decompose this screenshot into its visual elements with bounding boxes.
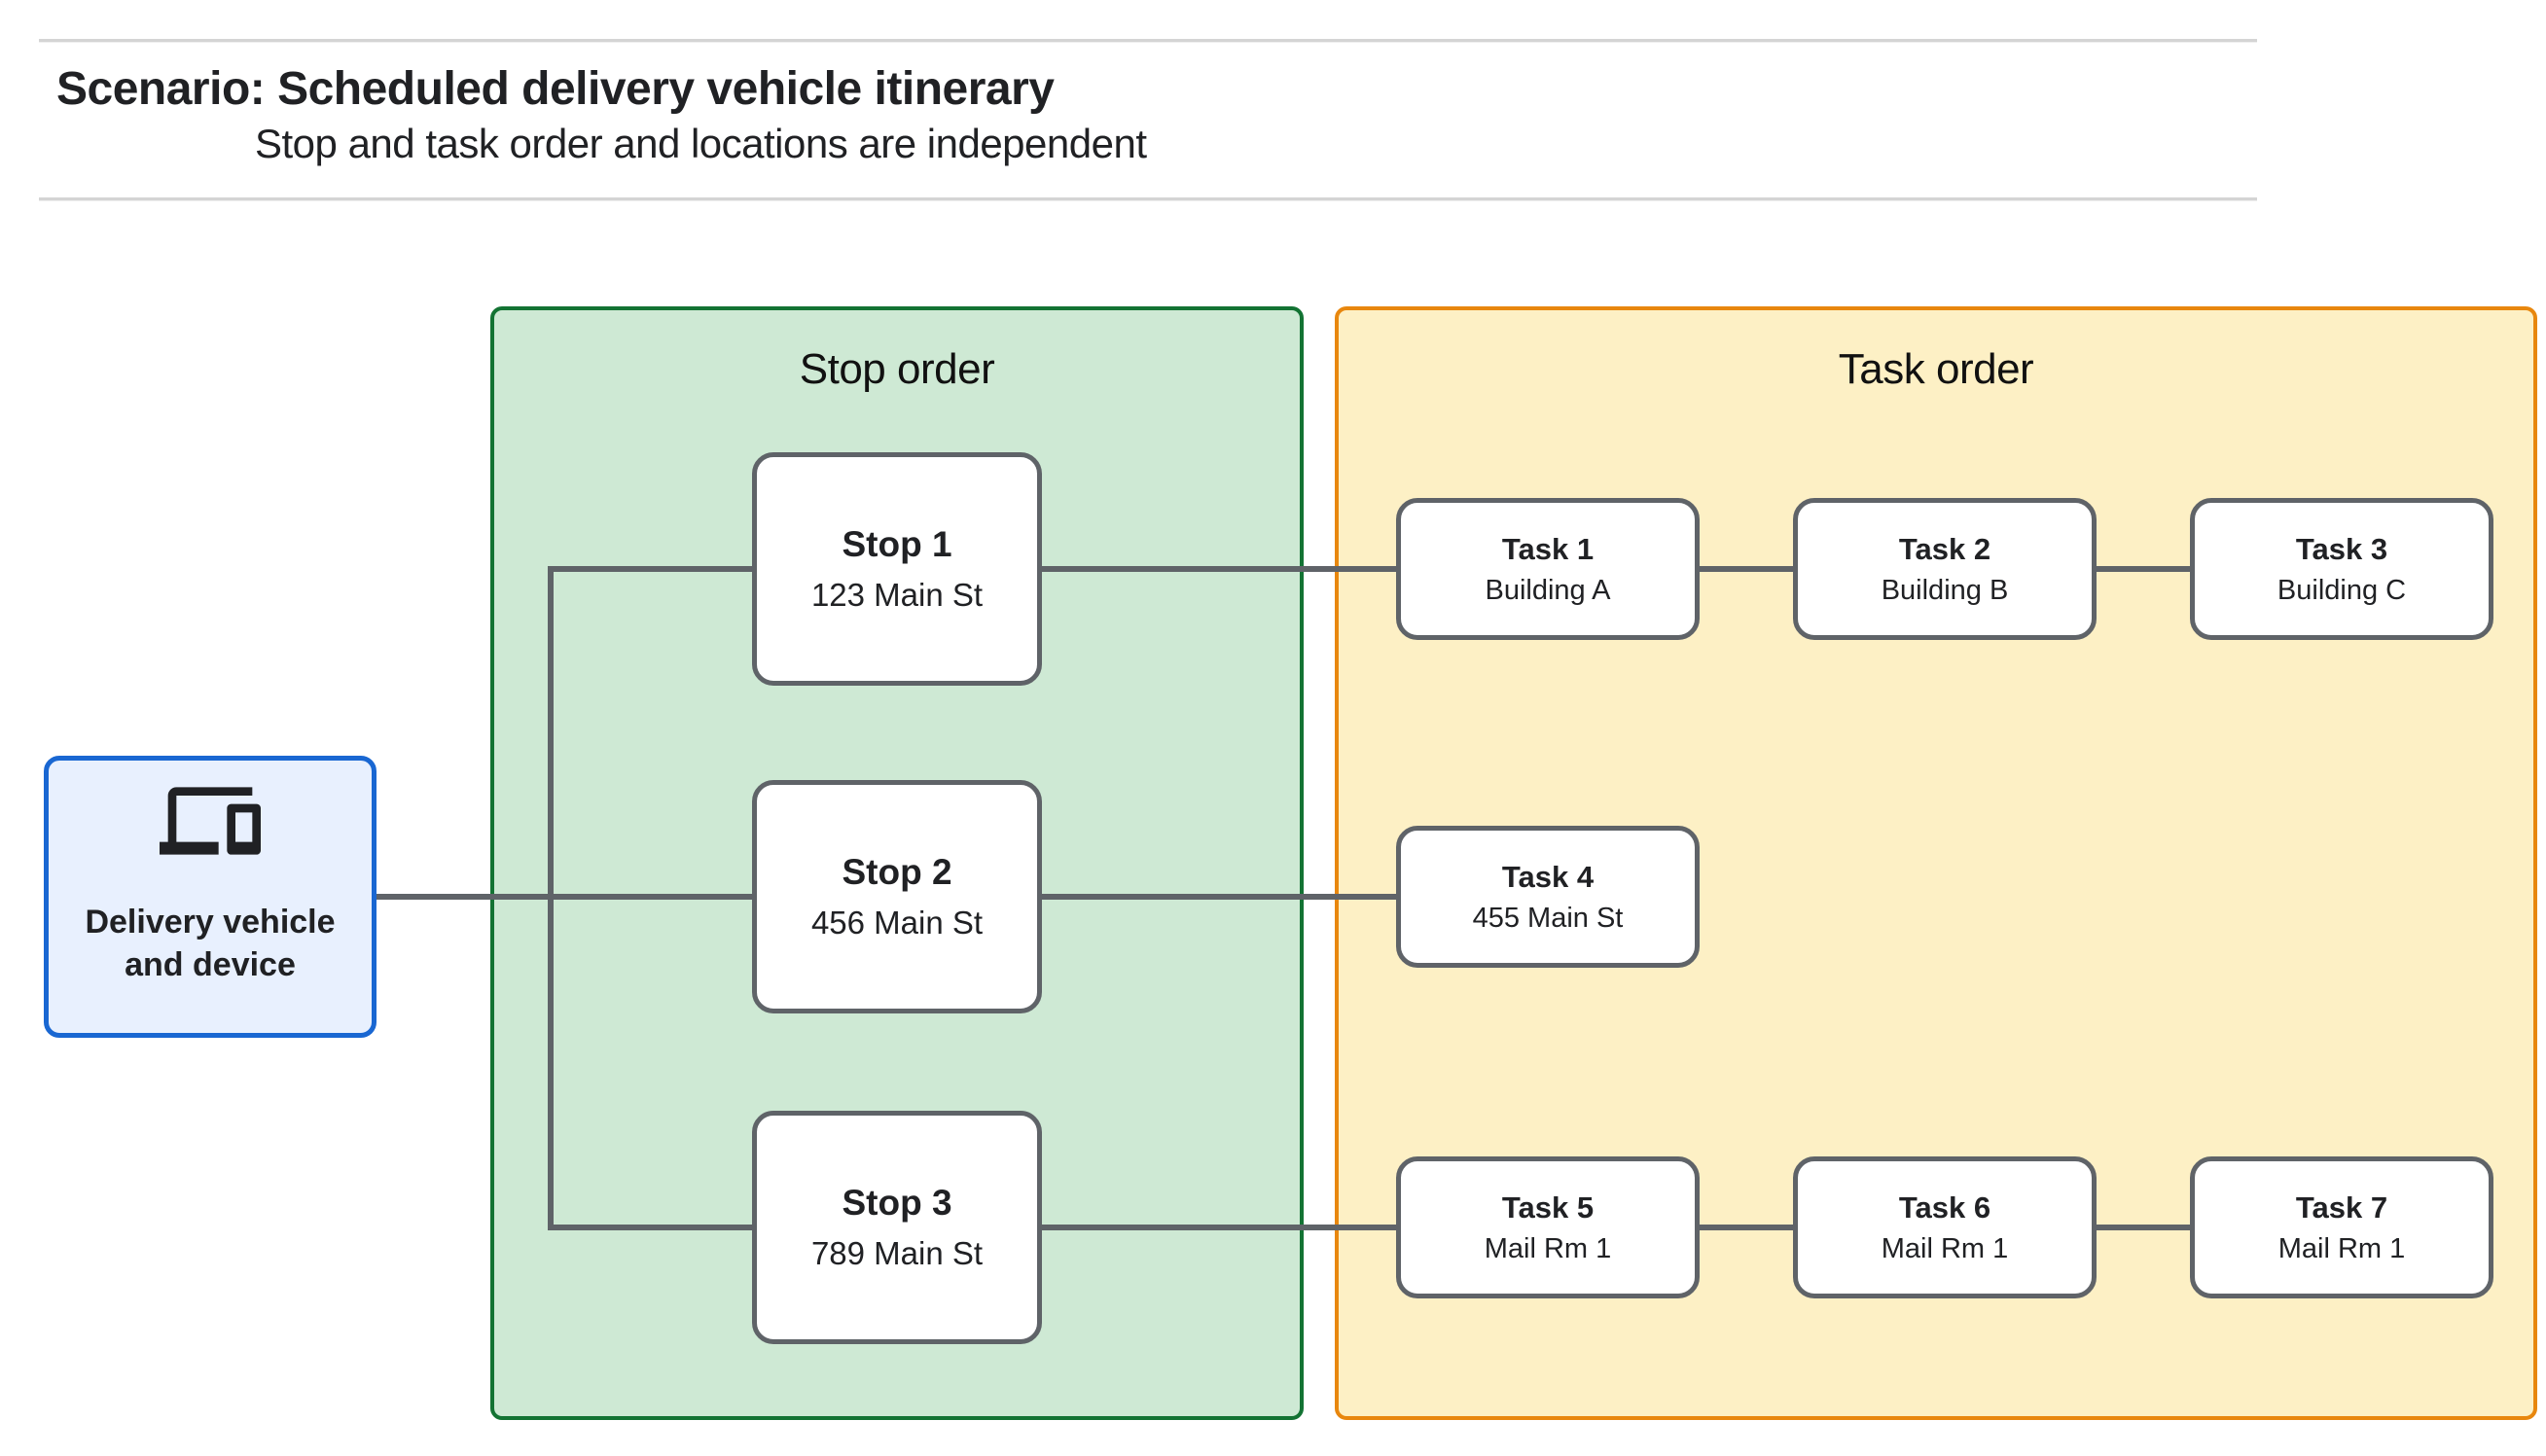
- task-3-title: Task 3: [2295, 531, 2388, 566]
- task-order-panel-title: Task order: [1838, 345, 2034, 393]
- task-4-title: Task 4: [1501, 859, 1595, 894]
- task-1-subtitle: Building A: [1485, 574, 1611, 606]
- stop-2-node: Stop 2 456 Main St: [752, 780, 1042, 1013]
- delivery-label-line1: Delivery vehicle: [85, 904, 336, 941]
- task-6-node: Task 6 Mail Rm 1: [1793, 1156, 2097, 1298]
- stop-3-subtitle: 789 Main St: [810, 1235, 984, 1271]
- delivery-vehicle-node: Delivery vehicle and device: [44, 756, 377, 1038]
- page-subtitle: Stop and task order and locations are in…: [255, 121, 1147, 166]
- task-7-node: Task 7 Mail Rm 1: [2190, 1156, 2493, 1298]
- task-3-node: Task 3 Building C: [2190, 498, 2493, 640]
- stop-1-subtitle: 123 Main St: [810, 577, 984, 613]
- top-divider: [39, 39, 2257, 43]
- task-7-title: Task 7: [2295, 1190, 2388, 1225]
- task-4-subtitle: 455 Main St: [1472, 902, 1624, 934]
- header-divider: [39, 197, 2257, 201]
- task-7-subtitle: Mail Rm 1: [2277, 1232, 2406, 1264]
- task-5-node: Task 5 Mail Rm 1: [1396, 1156, 1700, 1298]
- task-6-subtitle: Mail Rm 1: [1881, 1232, 2009, 1264]
- delivery-vehicle-label: Delivery vehicle and device: [85, 901, 335, 986]
- task-1-node: Task 1 Building A: [1396, 498, 1700, 640]
- task-1-title: Task 1: [1501, 531, 1595, 566]
- page-title: Scenario: Scheduled delivery vehicle iti…: [56, 63, 1055, 115]
- delivery-label-line2: and device: [125, 946, 296, 984]
- stop-2-title: Stop 2: [842, 852, 952, 892]
- task-2-subtitle: Building B: [1881, 574, 2009, 606]
- task-4-node: Task 4 455 Main St: [1396, 826, 1700, 968]
- task-5-title: Task 5: [1501, 1190, 1595, 1225]
- task-3-subtitle: Building C: [2277, 574, 2407, 606]
- stop-1-title: Stop 1: [842, 524, 952, 564]
- task-6-title: Task 6: [1898, 1190, 1991, 1225]
- task-2-node: Task 2 Building B: [1793, 498, 2097, 640]
- stop-3-node: Stop 3 789 Main St: [752, 1111, 1042, 1344]
- task-5-subtitle: Mail Rm 1: [1484, 1232, 1612, 1264]
- devices-icon: [160, 787, 261, 855]
- stop-order-panel-title: Stop order: [799, 345, 995, 393]
- stop-1-node: Stop 1 123 Main St: [752, 452, 1042, 686]
- stop-2-subtitle: 456 Main St: [810, 905, 984, 941]
- stop-3-title: Stop 3: [842, 1183, 952, 1223]
- task-2-title: Task 2: [1898, 531, 1991, 566]
